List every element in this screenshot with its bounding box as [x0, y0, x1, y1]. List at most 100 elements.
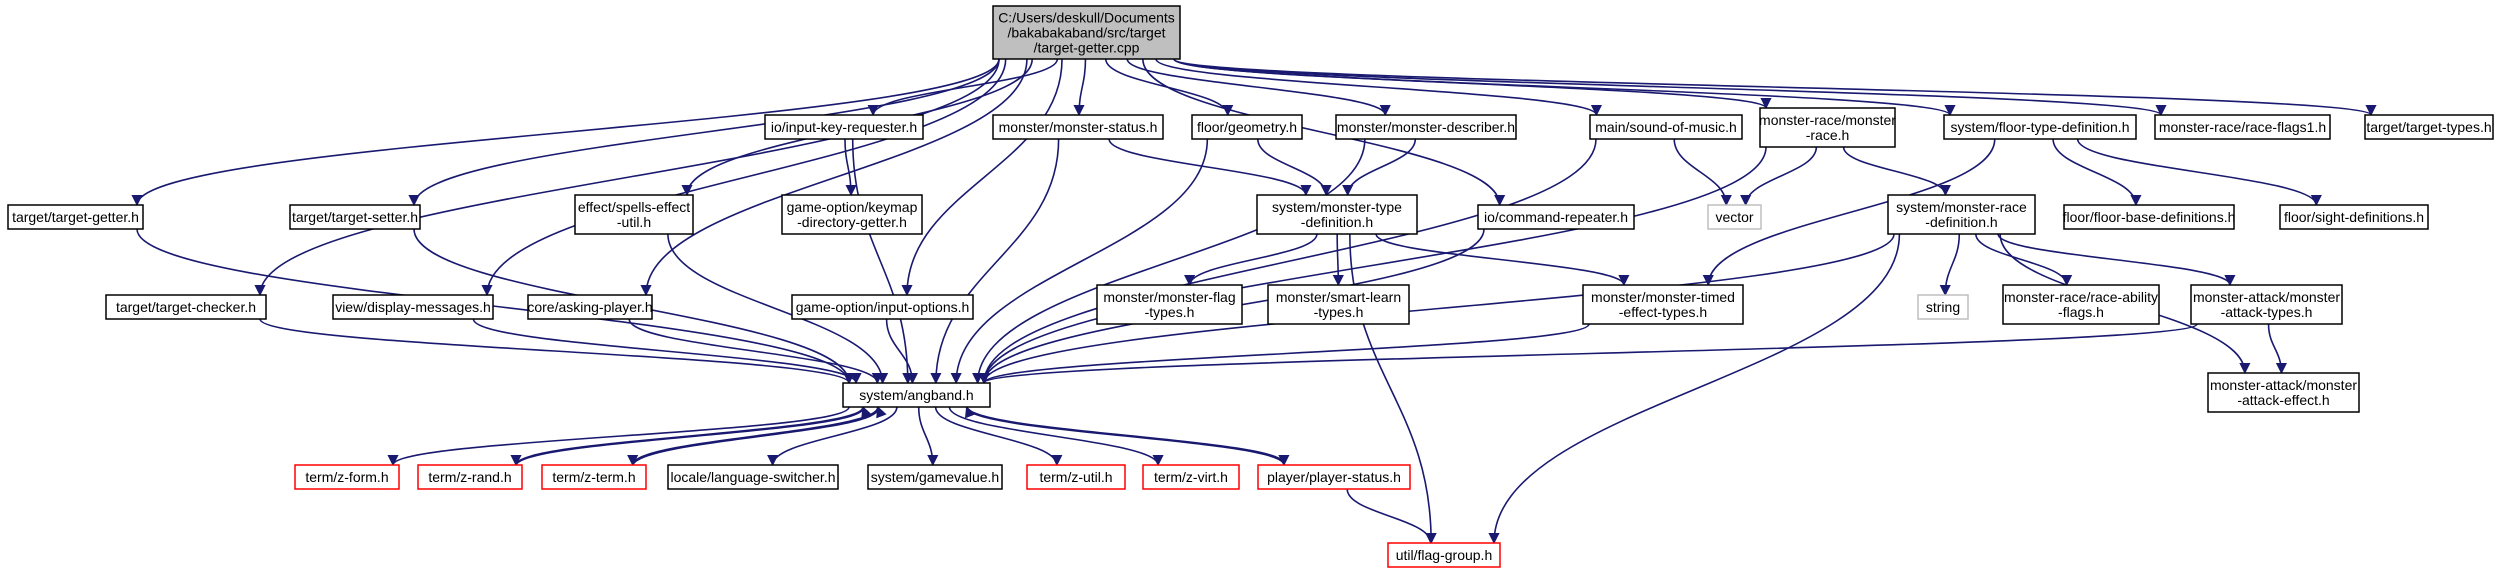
edge-spells-effect-to-angband: [667, 233, 889, 385]
node-race-flags1[interactable]: monster-race/race-flags1.h: [2154, 114, 2331, 140]
node-tgt-setter[interactable]: target/target-setter.h: [289, 204, 421, 230]
node-label: -attack-effect.h: [2237, 392, 2329, 408]
node-label: term/z-term.h: [552, 469, 635, 485]
node-label: term/z-virt.h: [1154, 469, 1228, 485]
node-label: /target-getter.cpp: [1034, 40, 1140, 56]
edge-mon-describer-to-angband: [972, 138, 1366, 385]
node-mon-type-def[interactable]: system/monster-type-definition.h: [1256, 194, 1418, 235]
node-race-ability[interactable]: monster-race/race-ability-flags.h: [2002, 284, 2160, 325]
node-mon-status[interactable]: monster/monster-status.h: [992, 114, 1164, 140]
node-box: [541, 464, 647, 490]
node-z-virt[interactable]: term/z-virt.h: [1142, 464, 1240, 490]
node-label: -types.h: [1145, 304, 1195, 320]
node-asking[interactable]: core/asking-player.h: [527, 294, 653, 320]
node-z-util[interactable]: term/z-util.h: [1026, 464, 1126, 490]
edge-input-key-to-angband: [851, 138, 914, 385]
edge-floor-type-def-to-timed-effect: [1702, 138, 1996, 287]
edge-root-to-asking: [640, 58, 1028, 297]
node-box: [992, 5, 1181, 60]
node-flag-group[interactable]: util/flag-group.h: [1387, 542, 1501, 568]
node-display-msg[interactable]: view/display-messages.h: [332, 294, 494, 320]
node-target-types[interactable]: target/target-types.h: [2364, 114, 2494, 140]
node-label: monster/monster-timed: [1591, 289, 1735, 305]
node-vector: vector: [1707, 204, 1762, 230]
node-label: string: [1926, 299, 1960, 315]
node-mon-flag[interactable]: monster/monster-flag-types.h: [1096, 284, 1243, 325]
edges: [131, 58, 2377, 545]
edge-input-key-to-keymap: [844, 138, 857, 197]
edge-mrace-h-to-angband: [978, 146, 1767, 385]
node-z-form[interactable]: term/z-form.h: [294, 464, 400, 490]
edge-root-to-mon-describer: [1126, 58, 1391, 117]
node-cmd-repeater[interactable]: io/command-repeater.h: [1477, 204, 1635, 230]
edge-root-to-tgt-getter: [131, 58, 1000, 207]
edge-root-to-target-types: [1173, 58, 2377, 117]
node-label: -race.h: [1806, 127, 1850, 143]
edge-angband-to-z-util: [934, 406, 1063, 467]
edge-geometry-to-mon-type-def: [1257, 138, 1332, 197]
node-box: [2002, 284, 2160, 325]
node-geometry[interactable]: floor/geometry.h: [1191, 114, 1303, 140]
node-label: monster/monster-describer.h: [1337, 119, 1515, 135]
node-label: floor/geometry.h: [1197, 119, 1297, 135]
edge-floor-type-def-to-floor-base: [2052, 138, 2142, 207]
node-smart-learn[interactable]: monster/smart-learn-types.h: [1267, 284, 1410, 325]
node-sound[interactable]: main/sound-of-music.h: [1589, 114, 1743, 140]
edge-root-to-input-key: [867, 58, 1059, 117]
node-player-status[interactable]: player/player-status.h: [1257, 464, 1411, 490]
node-mon-describer[interactable]: monster/monster-describer.h: [1335, 114, 1517, 140]
node-label: monster/smart-learn: [1276, 289, 1401, 305]
node-keymap[interactable]: game-option/keymap-directory-getter.h: [781, 194, 923, 235]
edge-attack-types-to-attack-effect: [2267, 323, 2288, 375]
node-label: -attack-types.h: [2221, 304, 2313, 320]
edge-angband-to-z-virt: [948, 406, 1164, 467]
edge-mon-describer-to-mon-type-def: [1342, 138, 1417, 197]
edge-mon-type-def-to-smart-learn: [1332, 233, 1344, 287]
edge-root-to-display-msg: [481, 58, 1007, 297]
node-floor-type-def[interactable]: system/floor-type-definition.h: [1943, 114, 2137, 140]
node-floor-base[interactable]: floor/floor-base-definitions.h: [2063, 204, 2236, 230]
node-z-term[interactable]: term/z-term.h: [541, 464, 647, 490]
node-label: target/target-getter.h: [12, 209, 139, 225]
edge-mrace-h-to-vector: [1740, 146, 1818, 207]
node-sight[interactable]: floor/sight-definitions.h: [2279, 204, 2429, 230]
node-label: target/target-types.h: [2366, 119, 2491, 135]
node-label: locale/language-switcher.h: [671, 469, 836, 485]
edge-angband-to-gamevalue: [917, 406, 939, 467]
node-tgt-checker[interactable]: target/target-checker.h: [105, 294, 267, 320]
node-mrace-def[interactable]: system/monster-race-definition.h: [1887, 194, 2036, 235]
node-input-key[interactable]: io/input-key-requester.h: [764, 114, 924, 140]
node-box: [764, 114, 924, 140]
edge-floor-type-def-to-sight: [2076, 138, 2322, 207]
node-box: [1096, 284, 1243, 325]
edge-root-to-tgt-checker: [254, 58, 1000, 297]
edge-mrace-h-to-mrace-def: [1842, 146, 1951, 197]
node-lang[interactable]: locale/language-switcher.h: [667, 464, 839, 490]
node-box: [2364, 114, 2494, 140]
node-box: [289, 204, 421, 230]
node-attack-types[interactable]: monster-attack/monster-attack-types.h: [2190, 284, 2343, 325]
edge-mrace-def-to-attack-types: [1997, 233, 2236, 287]
node-box: [2279, 204, 2429, 230]
node-box: [1589, 114, 1743, 140]
node-attack-effect[interactable]: monster-attack/monster-attack-effect.h: [2207, 372, 2360, 413]
node-timed-effect[interactable]: monster/monster-timed-effect-types.h: [1582, 284, 1744, 325]
edge-mon-type-def-to-flag-group: [1349, 233, 1437, 545]
node-box: [1917, 294, 1969, 320]
edge-mon-status-to-angband: [930, 138, 1060, 385]
node-gamevalue[interactable]: system/gamevalue.h: [867, 464, 1003, 490]
node-string: string: [1917, 294, 1969, 320]
node-label: floor/floor-base-definitions.h: [2063, 209, 2236, 225]
node-angband[interactable]: system/angband.h: [842, 382, 991, 408]
node-input-opts[interactable]: game-option/input-options.h: [791, 294, 974, 320]
node-label: monster-race/race-flags1.h: [2159, 119, 2326, 135]
node-mrace-h[interactable]: monster-race/monster-race.h: [1759, 107, 1896, 148]
node-label: -definition.h: [1301, 214, 1373, 230]
node-z-rand[interactable]: term/z-rand.h: [417, 464, 523, 490]
edge-mrace-def-to-angband: [978, 233, 1895, 385]
node-box: [574, 194, 694, 235]
node-spells-effect[interactable]: effect/spells-effect-util.h: [574, 194, 694, 235]
edge-mon-type-def-to-timed-effect: [1375, 233, 1630, 287]
node-tgt-getter[interactable]: target/target-getter.h: [7, 204, 144, 230]
node-root[interactable]: C:/Users/deskull/Documents/bakabakaband/…: [992, 5, 1181, 60]
